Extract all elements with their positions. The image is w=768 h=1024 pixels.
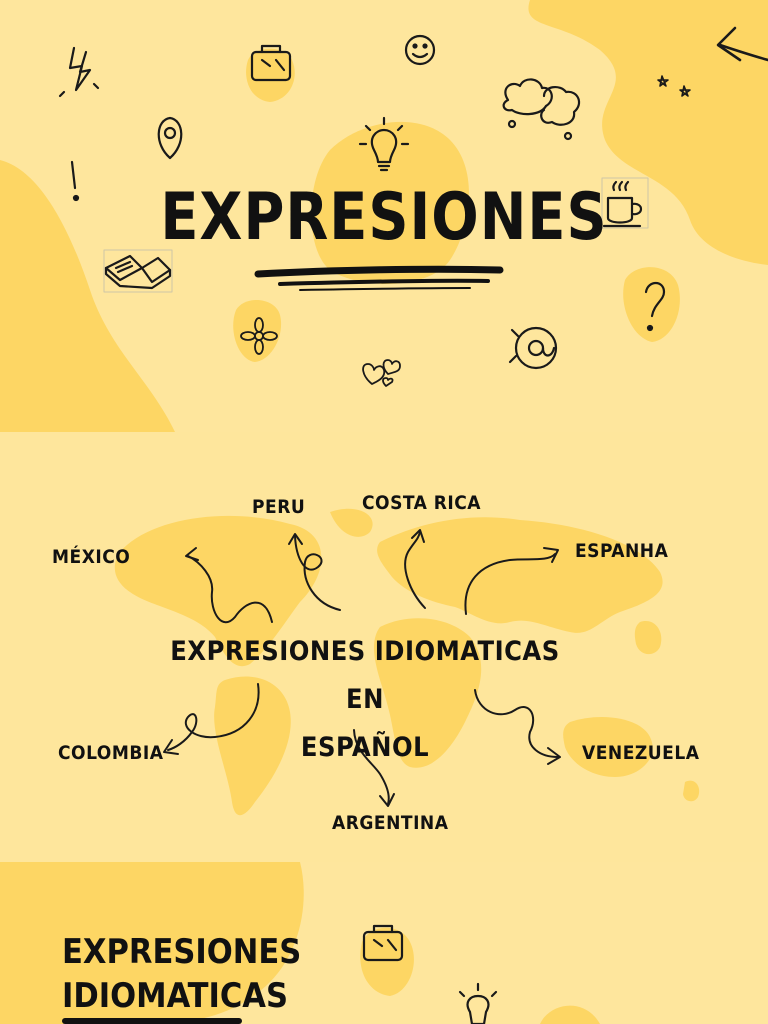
section-background-blobs — [0, 862, 600, 1024]
mind-map-slide: MÉXICO PERU COSTA RICA ESPANHA COLOMBIA … — [0, 432, 768, 862]
section-title-line1: EXPRESIONES — [62, 932, 302, 972]
question-mark-icon — [644, 281, 666, 332]
country-label-peru: PERU — [252, 496, 306, 518]
center-title-line1: EXPRESIONES IDIOMATICAS EN — [170, 636, 560, 715]
country-label-argentina: ARGENTINA — [332, 812, 449, 834]
country-label-mexico: MÉXICO — [52, 546, 131, 568]
section-title-line2: IDIOMATICAS — [62, 976, 289, 1016]
country-label-costa-rica: COSTA RICA — [362, 492, 482, 514]
background-blobs — [0, 0, 768, 432]
world-map-background — [114, 508, 700, 816]
at-sign-icon — [508, 326, 558, 370]
map-pin-icon — [157, 116, 183, 160]
lightbulb-icon — [458, 982, 498, 1024]
arrow-left-icon — [716, 26, 768, 62]
exclamation-icon — [70, 160, 80, 202]
title-slide: EXPRESIONES — [0, 0, 768, 432]
coffee-cup-icon — [601, 177, 649, 229]
section-doodles — [362, 924, 498, 1024]
thought-cloud-icon — [502, 78, 581, 141]
country-label-venezuela: VENEZUELA — [582, 742, 700, 764]
lightbulb-icon — [358, 116, 410, 172]
suitcase-icon — [250, 44, 292, 82]
smiley-icon — [404, 34, 436, 66]
hearts-icon — [362, 359, 401, 387]
center-title-line2: ESPAÑOL — [300, 732, 430, 763]
lightning-icon — [58, 46, 100, 98]
title-underline — [254, 265, 504, 291]
suitcase-icon — [362, 924, 404, 962]
mind-map-center-title: EXPRESIONES IDIOMATICAS EN ESPAÑOL — [150, 628, 580, 772]
flower-icon — [240, 317, 278, 355]
section-title-underline — [62, 1018, 242, 1024]
stars-icon — [657, 75, 691, 97]
mind-map-arrows — [163, 529, 561, 807]
country-label-colombia: COLOMBIA — [58, 742, 164, 764]
section-slide — [0, 862, 768, 1024]
open-book-icon — [103, 249, 173, 293]
page-title: EXPRESIONES — [160, 178, 608, 255]
doodle-layer — [58, 26, 768, 387]
section-title: EXPRESIONES IDIOMATICAS — [62, 930, 301, 1018]
country-label-espanha: ESPANHA — [575, 540, 669, 562]
